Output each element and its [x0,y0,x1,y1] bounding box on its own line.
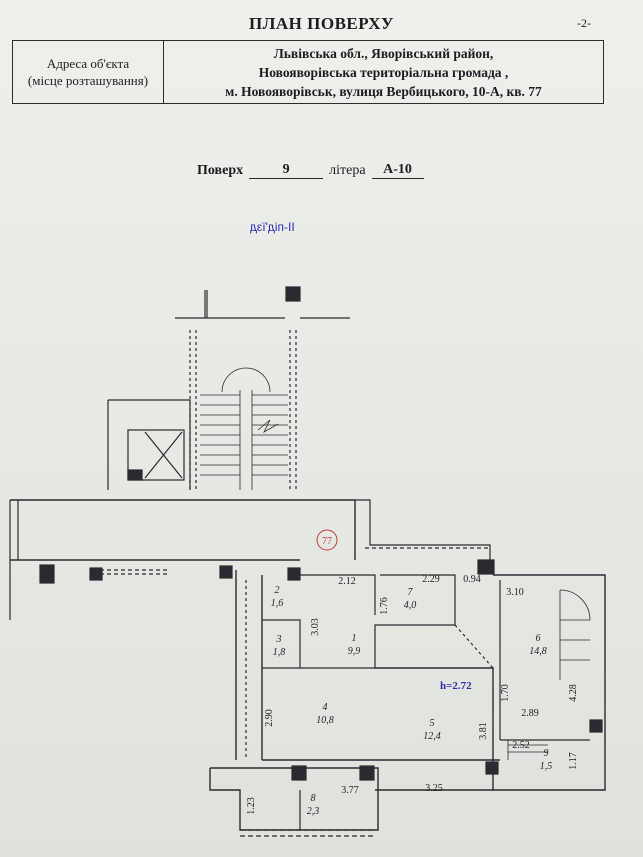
dimension-label: 2.89 [521,708,539,719]
room-7-number: 7 [408,587,414,598]
room-9-number: 9 [544,748,549,759]
floor-info: Поверх 9 літера А-10 [197,162,424,179]
dimension-label: 3.81 [478,722,489,740]
address-line2: Новояворівська територіальна громада , [258,64,509,80]
dimension-label: 1.76 [379,597,390,615]
room-4-area: 10,8 [316,715,334,726]
room-6-number: 6 [536,633,541,644]
room-5-area: 12,4 [423,731,441,742]
address-line1: Львівська обл., Яворівський район, [273,45,494,61]
litera-label: літера [329,163,366,178]
address-value-cell: Львівська обл., Яворівський район, Новоя… [164,41,603,103]
room-4-number: 4 [323,702,328,713]
room-6-area: 14,8 [529,646,547,657]
dimension-label: 1.17 [568,752,579,770]
room-3-number: 3 [276,634,282,645]
dimension-label: 3.77 [341,785,359,796]
room-5-number: 5 [430,718,435,729]
room-2-number: 2 [275,585,280,596]
dimension-label: 2.52 [512,740,530,751]
floor-label: Поверх [197,163,244,178]
room-1-number: 1 [352,633,357,644]
dimension-label: 3.25 [425,783,443,794]
room-8-area: 2,3 [307,806,320,817]
address-label-cell: Адреса об'єкта (місце розташування) [13,41,164,103]
dimension-label: 2.12 [338,576,356,587]
dimension-label: 0.94 [463,574,481,585]
address-label-line1: Адреса об'єкта [46,56,130,71]
room-3-area: 1,8 [273,647,286,658]
address-line3: м. Новояворівськ, вулиця Вербицького, 10… [225,83,542,99]
dimension-label: 2.29 [422,574,440,585]
floor-value: 9 [249,162,324,179]
dimension-label: 4.28 [568,684,579,702]
dimension-label: 3.03 [310,618,321,636]
dimension-label: 3.10 [506,587,524,598]
height-label: h=2.72 [440,680,472,692]
apartment-number-circle [316,529,338,551]
room-2-area: 1,6 [271,598,284,609]
room-1-area: 9,9 [348,646,361,657]
page-number: -2- [577,16,591,30]
dimension-label: 2.90 [264,709,275,727]
dimension-label: 1.23 [246,797,257,815]
apartment-number: 77 [322,536,332,547]
address-table: Адреса об'єкта (місце розташування) Льві… [12,40,604,104]
litera-value: А-10 [371,162,424,179]
dimension-label: 1.70 [500,684,511,702]
room-9-area: 1,5 [540,761,553,772]
room-8-number: 8 [311,793,316,804]
address-label-line2: (місце розташування) [27,73,149,88]
room-7-area: 4,0 [404,600,417,611]
page-title: ПЛАН ПОВЕРХУ [249,14,394,33]
